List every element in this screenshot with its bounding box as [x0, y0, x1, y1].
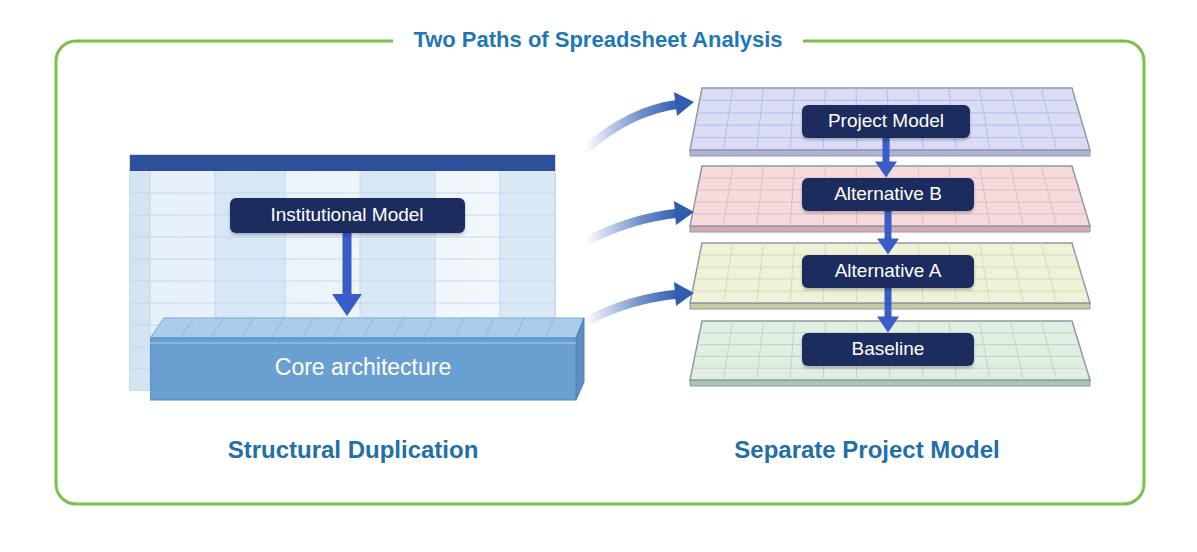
- slab-side: [576, 318, 584, 400]
- node-text: Institutional Model: [270, 204, 423, 226]
- grid-line: [757, 166, 764, 226]
- grid-line: [1010, 321, 1023, 380]
- grid-line: [790, 166, 795, 226]
- grid-line: [180, 318, 194, 338]
- grid-line: [757, 321, 764, 380]
- grid-line: [484, 318, 494, 338]
- grid-line: [515, 318, 524, 338]
- sheet-edge: [690, 150, 1090, 156]
- node-text: Core architecture: [150, 354, 576, 381]
- grid-line: [723, 166, 733, 226]
- grid-line: [241, 318, 254, 338]
- arrow-head: [674, 201, 694, 225]
- connector: [877, 211, 899, 255]
- grid-line: [545, 318, 554, 338]
- sheet: [690, 88, 1090, 150]
- grid-line: [980, 88, 991, 150]
- outer-frame: [56, 41, 1144, 504]
- grid-line: [272, 318, 284, 338]
- grid-line: [723, 88, 733, 150]
- connector-line: [885, 288, 892, 319]
- grid-line: [980, 321, 991, 380]
- node-text: Project Model: [828, 110, 944, 132]
- slab-highlight: [150, 342, 576, 344]
- arrow-head: [877, 317, 899, 333]
- grid-line: [790, 88, 795, 150]
- grid-line: [790, 321, 795, 380]
- grid-line: [332, 318, 344, 338]
- grid-line: [1010, 88, 1023, 150]
- grid-line: [1010, 166, 1023, 226]
- sheet: [690, 321, 1090, 380]
- grid-line: [980, 166, 991, 226]
- grid-line: [757, 88, 764, 150]
- label-box: Baseline: [802, 333, 974, 366]
- section-label: Separate Project Model: [734, 436, 999, 464]
- label-box: Institutional Model: [230, 198, 465, 233]
- grid-line: [130, 193, 555, 194]
- grid-line: [1041, 243, 1057, 303]
- grid-line: [980, 243, 991, 303]
- node-text: Alternative B: [834, 183, 942, 205]
- grid-line: [723, 243, 733, 303]
- grid-line: [790, 243, 795, 303]
- grid-line: [1041, 321, 1057, 380]
- arrow-head: [674, 92, 694, 116]
- connector-line: [885, 211, 892, 241]
- curved-arrow: [585, 104, 680, 150]
- connector: [877, 288, 899, 333]
- slab-front: [150, 338, 576, 400]
- grid-line: [454, 318, 464, 338]
- node-text: Alternative A: [835, 260, 942, 282]
- curved-arrows: [585, 92, 694, 322]
- section-label: Structural Duplication: [228, 436, 479, 464]
- slab-top: [150, 318, 584, 338]
- arrow-head: [674, 282, 694, 306]
- curved-arrow: [585, 213, 680, 242]
- arrow-head: [877, 239, 899, 255]
- connector-line: [883, 138, 890, 164]
- connector: [332, 233, 362, 317]
- curved-arrow: [585, 294, 680, 322]
- label-box: Project Model: [802, 105, 970, 138]
- arrow-head: [875, 162, 897, 178]
- grid-line: [757, 243, 764, 303]
- grid-line: [424, 318, 434, 338]
- window-header: [130, 155, 555, 171]
- core-slab: Core architecture: [150, 316, 586, 402]
- connector: [875, 138, 897, 178]
- sheet-stack: [690, 88, 1090, 386]
- grid-line: [700, 100, 1076, 101]
- grid-line: [393, 318, 404, 338]
- sheet-edge: [690, 380, 1090, 386]
- diagram-title: Two Paths of Spreadsheet Analysis: [393, 27, 802, 53]
- grid-line: [302, 318, 314, 338]
- grid-line: [1010, 243, 1023, 303]
- arrow-head: [332, 294, 362, 316]
- node-text: Baseline: [852, 338, 925, 360]
- grid-line: [211, 318, 224, 338]
- grid-line: [1041, 166, 1057, 226]
- grid-line: [692, 368, 1086, 369]
- grid-line: [363, 318, 374, 338]
- grid-line: [723, 321, 733, 380]
- label-box: Alternative A: [802, 255, 974, 288]
- grid-line: [1041, 88, 1057, 150]
- label-box: Alternative B: [802, 178, 974, 211]
- connector-line: [343, 233, 352, 297]
